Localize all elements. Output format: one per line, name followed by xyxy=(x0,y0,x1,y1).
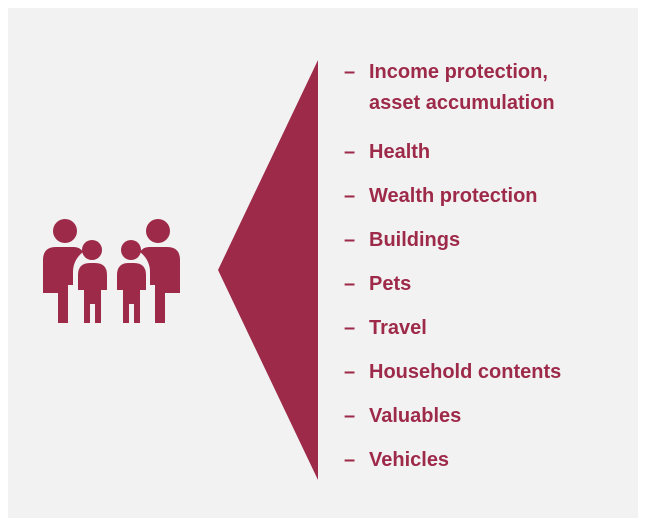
child-left-head xyxy=(82,240,102,260)
list-dash: – xyxy=(344,141,356,163)
adult-right-body xyxy=(140,247,180,323)
coverage-item-vehicles: – Vehicles xyxy=(344,449,561,471)
coverage-item-travel: – Travel xyxy=(344,317,561,339)
coverage-item-health: – Health xyxy=(344,141,561,163)
list-dash: – xyxy=(344,273,356,295)
coverage-item-label: Travel xyxy=(369,317,427,339)
coverage-item-label: Pets xyxy=(369,273,412,295)
coverage-item-label: Wealth protection xyxy=(369,185,538,207)
coverage-item-income-protection: – Income protection, asset accumulation xyxy=(344,61,561,119)
wedge-pointer-icon xyxy=(218,60,318,480)
child-left-body xyxy=(78,263,107,323)
coverage-item-valuables: – Valuables xyxy=(344,405,561,427)
list-dash: – xyxy=(344,361,356,383)
family-group-icon xyxy=(43,219,180,323)
child-right-body xyxy=(117,263,146,323)
list-dash: – xyxy=(344,61,356,83)
list-dash: – xyxy=(344,229,356,251)
coverage-item-label: Buildings xyxy=(369,229,461,251)
coverage-item-wealth-protection: – Wealth protection xyxy=(344,185,561,207)
adult-left-body xyxy=(43,247,83,323)
adult-right-head xyxy=(146,219,170,243)
list-dash: – xyxy=(344,405,356,427)
coverage-item-label: Vehicles xyxy=(369,449,450,471)
list-dash: – xyxy=(344,185,356,207)
child-right-head xyxy=(121,240,141,260)
wedge-shape xyxy=(218,60,318,480)
coverage-list: – Income protection, asset accumulation … xyxy=(344,61,561,471)
infographic-panel xyxy=(8,8,638,518)
coverage-item-label: Valuables xyxy=(369,405,462,427)
adult-left-head xyxy=(53,219,77,243)
list-dash: – xyxy=(344,317,356,339)
list-dash: – xyxy=(344,449,356,471)
coverage-item-label: Income protection, asset accumulation xyxy=(369,61,555,114)
coverage-item-household-contents: – Household contents xyxy=(344,361,561,383)
coverage-item-label: Health xyxy=(369,141,431,163)
coverage-item-buildings: – Buildings xyxy=(344,229,561,251)
coverage-item-pets: – Pets xyxy=(344,273,561,295)
coverage-item-label: Household contents xyxy=(369,361,562,383)
